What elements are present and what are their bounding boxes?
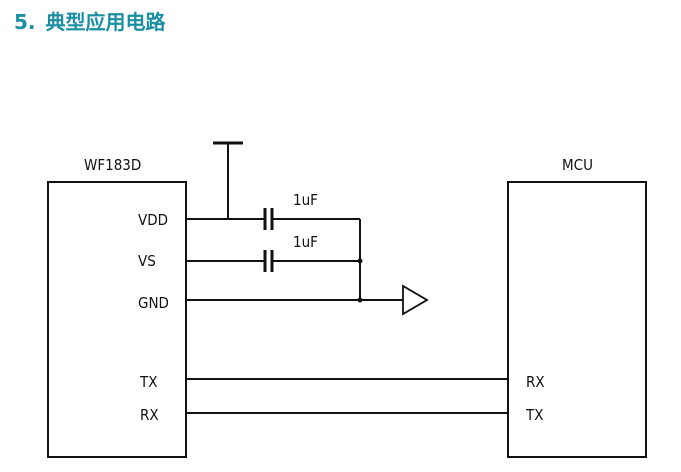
wf183d-chip-body xyxy=(47,181,187,458)
mcu-chip-label: MCU xyxy=(562,156,593,174)
gnd-net xyxy=(186,297,403,303)
section-heading: 5. 典型应用电路 xyxy=(14,6,166,35)
capacitor-label-vs: 1uF xyxy=(293,233,318,251)
pin-label-vs: VS xyxy=(138,252,156,270)
pin-label-tx-right: TX xyxy=(525,406,543,424)
ground-symbol xyxy=(402,284,429,316)
capacitor-label-vdd: 1uF xyxy=(293,191,318,209)
mcu-chip-body xyxy=(507,181,647,458)
pin-label-rx-left: RX xyxy=(140,406,159,424)
pin-label-vdd: VDD xyxy=(138,211,168,229)
section-title: 典型应用电路 xyxy=(45,10,166,34)
pin-label-rx-right: RX xyxy=(526,373,545,391)
wf183d-chip-label: WF183D xyxy=(84,156,141,174)
pin-label-gnd: GND xyxy=(138,294,169,312)
pin-label-tx-left: TX xyxy=(139,373,157,391)
vs-net xyxy=(186,250,363,272)
section-number: 5. xyxy=(14,10,36,34)
power-supply-symbol xyxy=(213,141,243,219)
